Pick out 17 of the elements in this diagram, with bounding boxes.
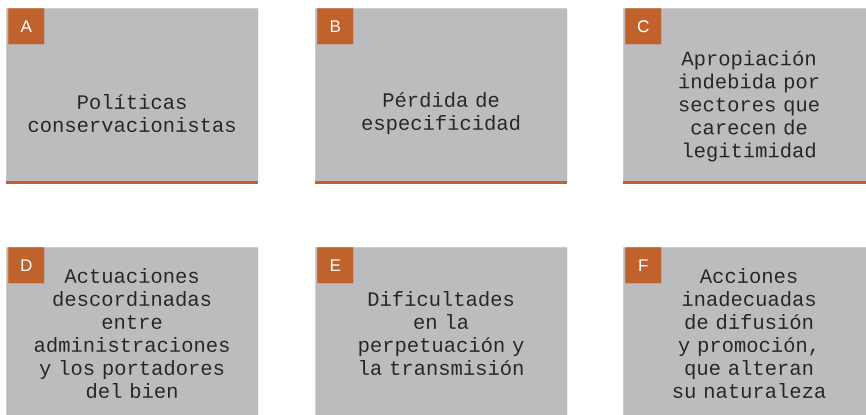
card-text: Apropiación indebida por sectores que carecen de legitimidad (679, 50, 819, 162)
card (315, 247, 568, 415)
letter-badge: E (317, 247, 354, 284)
letter-badge: B (317, 8, 354, 44)
letter-badge: A (8, 8, 44, 44)
card (6, 8, 258, 184)
card (623, 247, 866, 415)
letter-badge: C (625, 8, 662, 44)
letter-badge: D (8, 247, 44, 284)
letter-badge: F (625, 247, 662, 284)
card-text: Acciones inadecuadas de difusión y promoción, que alteran su naturaleza (673, 268, 826, 398)
card (6, 247, 258, 415)
card-text: Dificultades en la perpetuación y la transmisión (359, 290, 524, 376)
card-text: Pérdida de especificidad (362, 92, 520, 134)
card-text: Políticas conservacionistas (28, 94, 235, 132)
card (623, 8, 866, 184)
card (315, 8, 568, 184)
